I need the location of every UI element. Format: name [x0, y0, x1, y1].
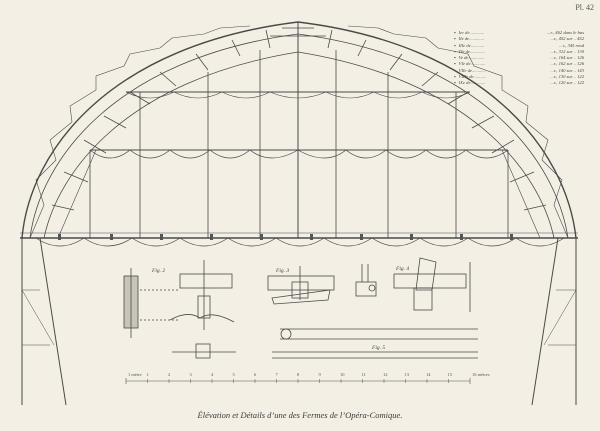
detail-fig-3 [267, 266, 335, 305]
scale-tick-label: 14 [426, 372, 431, 377]
legend-row: IVe de............. ...r., 312 sur .. 130 [454, 49, 584, 55]
scale-tick-label: 7 [276, 372, 279, 377]
scale-right-label: 16 mètres [472, 372, 490, 377]
legend-value: ...r., 130 sur .. 122 [550, 74, 584, 80]
legend-value: ...r., 140 sur .. 143 [550, 67, 584, 73]
scale-tick-label: 13 [405, 372, 410, 377]
legend-label: IVe de............. [454, 49, 485, 55]
legend-label: VIe de............. [454, 61, 486, 67]
legend-label: Ve de.............. [454, 55, 485, 61]
legend-label: IIe de............. [454, 36, 485, 42]
legend-value: ...r., 345 rond [559, 42, 584, 48]
legend-row: VIIe de............ ...r., 140 sur .. 143 [454, 68, 584, 74]
legend-label: IXe de............. [454, 80, 486, 86]
detail-fig-2 [123, 260, 236, 359]
fig-3-label: Fig. 3 [275, 268, 289, 274]
legend-row: IXe de............. ...r., 120 sur .. 122 [454, 80, 584, 86]
legend-row: IIe de............. ...r., 452 sur .. 452 [454, 36, 584, 42]
scale-tick-label: 6 [254, 372, 257, 377]
scale-tick-label: 9 [319, 372, 322, 377]
scale-tick-label: 2 [168, 372, 170, 377]
legend-label: VIIe de............ [454, 68, 486, 74]
legend-row: VIe de............. ...r., 162 sur .. 126 [454, 61, 584, 67]
legend-row: IIIe de............ ...r., 345 rond [454, 43, 584, 49]
legend-row: Ier de............. ...r., 462 dans le ba… [454, 30, 584, 36]
legend-value: ...r., 162 sur .. 126 [550, 61, 584, 67]
scale-tick-label: 5 [233, 372, 236, 377]
detail-fig-4 [355, 257, 471, 312]
fig-5-label: Fig. 5 [371, 345, 385, 351]
scale-tick-label: 11 [362, 372, 366, 377]
legend-label: IIIe de............ [454, 43, 485, 49]
legend-label: VIIIe de........... [454, 74, 487, 80]
plate-caption: Élévation et Détails d’une des Fermes de… [197, 410, 403, 420]
scale-tick-label: 8 [297, 372, 300, 377]
legend-value: ...r., 164 sur .. 126 [550, 55, 584, 61]
legend-value: ...r., 462 dans le bas [547, 30, 584, 35]
legend-label: Ier de............. [454, 30, 485, 36]
legend-value: ...r., 312 sur .. 130 [550, 48, 584, 54]
plate-number: Pl. 42 [575, 3, 594, 12]
legend-row: Ve de.............. ...r., 164 sur .. 126 [454, 55, 584, 61]
scale-tick-label: 4 [211, 372, 214, 377]
legend: Ier de............. ...r., 462 dans le ba… [454, 30, 584, 87]
legend-row: VIIIe de........... ...r., 130 sur .. 122 [454, 74, 584, 80]
legend-value: ...r., 452 sur .. 452 [550, 36, 584, 42]
detail-fig-5 [272, 328, 478, 359]
legend-value: ...r., 120 sur .. 122 [550, 80, 584, 86]
scale-tick-label: 15 [448, 372, 453, 377]
scale-tick-label: 12 [383, 372, 388, 377]
fig-2-label: Fig. 2 [151, 268, 165, 274]
scale-tick-label: 1 [147, 372, 149, 377]
scale-left-label: 1 mètre [128, 372, 142, 377]
scale-tick-label: 10 [340, 372, 345, 377]
scale-tick-label: 3 [190, 372, 193, 377]
fig-4-label: Fig. 4 [395, 265, 409, 272]
